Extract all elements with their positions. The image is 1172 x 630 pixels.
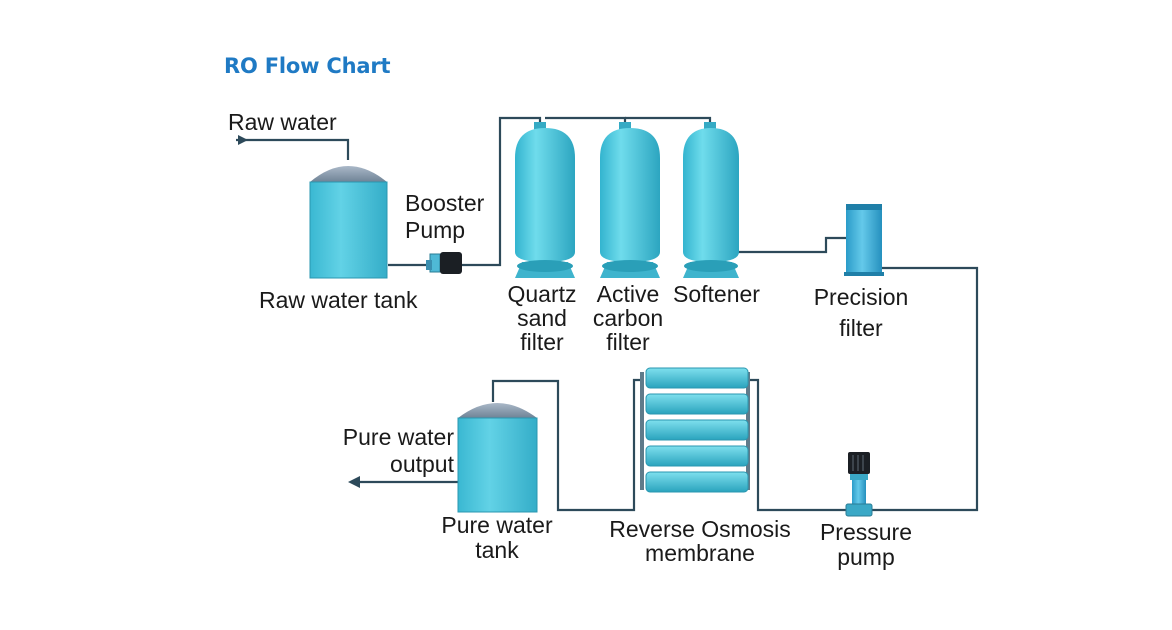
label-pure-water-tank: Pure water tank — [441, 512, 553, 563]
pipe-pressure-to-membrane — [750, 378, 848, 512]
label-reverse-osmosis-membrane: Reverse Osmosis membrane — [609, 516, 791, 566]
quartz-sand-filter-vessel — [515, 122, 575, 278]
ro-membrane-tube-3 — [645, 419, 749, 441]
ro-membrane-tube-4 — [645, 445, 749, 467]
ro-membrane-tube-5 — [645, 471, 749, 493]
pipe-booster-to-quartz — [462, 116, 542, 267]
booster-pump — [426, 252, 462, 274]
pipe-membrane-to-pure-tank — [491, 378, 642, 512]
label-precision-filter: Precision filter — [813, 284, 909, 341]
label-booster-pump: Booster Pump — [405, 190, 485, 243]
label-pure-water-output: Pure water output — [342, 424, 454, 477]
ro-membrane-tube-1 — [645, 367, 749, 389]
pipe-quartz-to-carbon — [545, 116, 627, 126]
pipes — [236, 116, 979, 512]
ro-membrane-rack — [640, 367, 750, 493]
pressure-pump — [845, 452, 873, 517]
ro-membrane-tube-2 — [645, 393, 749, 415]
diagram-title: RO Flow Chart — [224, 54, 391, 78]
label-pressure-pump: Pressure pump — [819, 519, 913, 570]
label-raw-water: Raw water — [228, 109, 337, 135]
label-quartz-sand-filter: Quartz sand filter — [507, 281, 577, 355]
raw-water-tank — [309, 166, 388, 279]
pipe-raw-water-inlet — [236, 138, 350, 160]
pure-water-tank — [457, 403, 538, 513]
active-carbon-filter-vessel — [600, 122, 660, 278]
precision-filter-vessel — [844, 204, 884, 276]
pipe-carbon-to-softener — [625, 116, 712, 126]
softener-vessel — [683, 122, 739, 278]
inlet-arrow — [238, 135, 248, 145]
label-softener: Softener — [673, 281, 760, 307]
pipe-precision-to-pressure — [868, 266, 979, 512]
label-active-carbon-filter: Active carbon filter — [592, 281, 664, 355]
output-arrow — [348, 476, 360, 488]
pipe-softener-to-precision — [738, 236, 846, 254]
label-raw-water-tank: Raw water tank — [259, 287, 418, 313]
